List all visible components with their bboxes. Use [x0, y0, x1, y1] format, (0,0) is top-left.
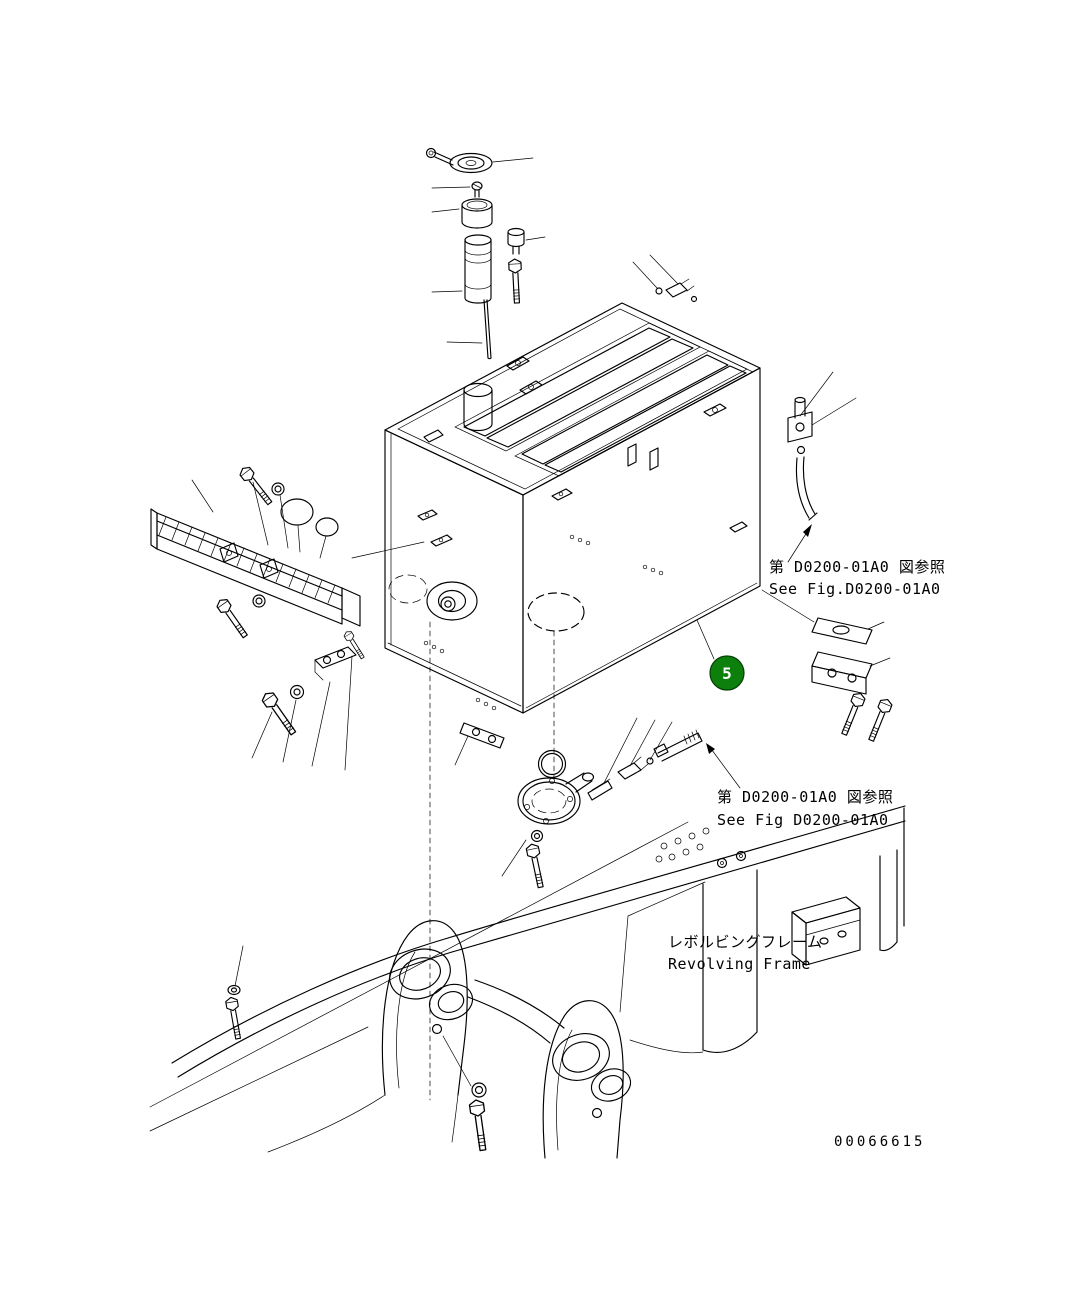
hydraulic-tank — [351, 302, 761, 780]
dipstick-rod — [446, 299, 492, 360]
o-ring — [537, 749, 567, 779]
cover-plate — [280, 498, 314, 526]
mount-bracket — [811, 651, 891, 695]
bolt — [837, 690, 867, 738]
frame-bolt-left — [224, 945, 245, 1041]
boom-foot-left — [267, 920, 474, 1153]
bottom-flange-assembly — [454, 717, 703, 890]
filler-cap-cylinder — [431, 198, 493, 229]
weld-marks — [423, 534, 664, 711]
frame-bracket — [791, 896, 861, 966]
drain-port — [426, 581, 478, 621]
strainer-covers — [454, 322, 754, 477]
breather-bolt — [507, 258, 524, 304]
right-bracket-assembly — [761, 589, 894, 744]
suction-hole-phantom — [527, 592, 585, 632]
ref2-jp: 第 D0200-01A0 図参照 — [717, 788, 893, 806]
bolt — [214, 596, 251, 641]
top-fittings — [632, 254, 698, 303]
washer — [530, 829, 544, 843]
revolving-frame: レボルビングフレーム Revolving Frame — [149, 621, 906, 1159]
boom-foot-right — [542, 1000, 632, 1159]
filler-neck — [463, 382, 493, 432]
ref1-jp: 第 D0200-01A0 図参照 — [769, 558, 945, 576]
left-cover-assembly — [150, 464, 367, 771]
ref-note-1: 第 D0200-01A0 図参照 See Fig.D0200-01A0 — [769, 524, 945, 598]
deck-holes — [655, 827, 747, 869]
bolt — [525, 842, 548, 890]
drawing-number: 00066615 — [834, 1134, 925, 1150]
bolt — [864, 696, 894, 744]
frame-label-jp: レボルビングフレーム — [668, 933, 823, 951]
frame-label-en: Revolving Frame — [668, 955, 811, 973]
right-elbow-assembly — [787, 371, 857, 521]
ref1-en: See Fig.D0200-01A0 — [769, 580, 941, 598]
cover-bolt — [237, 464, 276, 508]
ref-note-2: 第 D0200-01A0 図参照 See Fig D0200-01A0 — [706, 743, 893, 829]
clamp — [314, 646, 357, 681]
frame-bolt-center — [442, 1035, 491, 1152]
ref2-en: See Fig D0200-01A0 — [717, 811, 889, 829]
filler-cap-assembly — [425, 147, 534, 360]
filler-screw — [431, 181, 483, 198]
suction-flange — [517, 772, 595, 825]
o-ring-small — [315, 517, 339, 537]
callout-balloon-5[interactable]: 5 — [696, 619, 745, 691]
washer — [271, 482, 285, 496]
callout-circle[interactable] — [709, 655, 745, 691]
hose-fitting — [653, 729, 703, 762]
washer — [252, 594, 266, 608]
callout-number: 5 — [722, 664, 732, 683]
washer — [289, 684, 305, 700]
breather-assembly — [507, 227, 546, 304]
filler-strainer — [431, 234, 492, 304]
